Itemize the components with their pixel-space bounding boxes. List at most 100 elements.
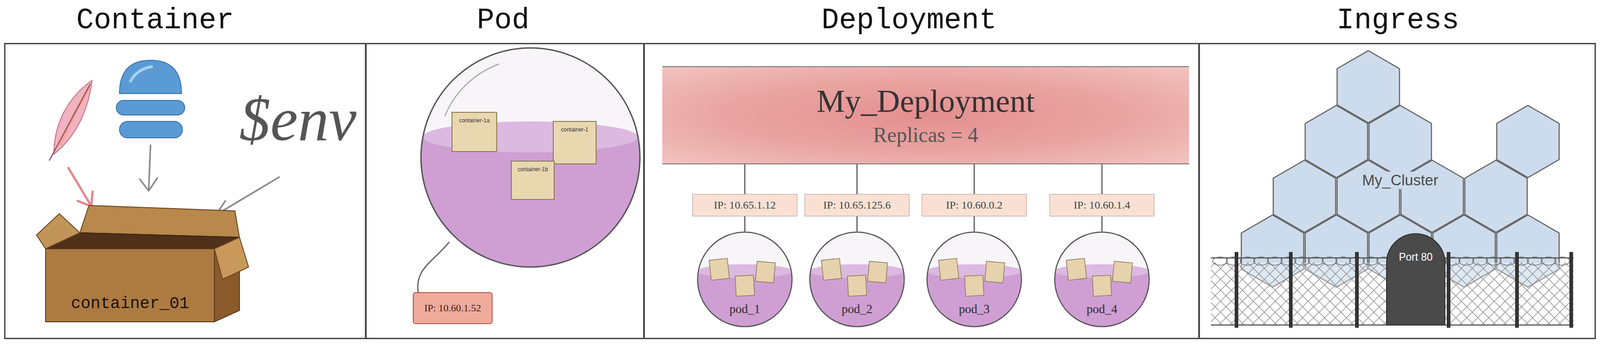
pod-sphere	[735, 275, 755, 297]
database-icon	[116, 60, 185, 138]
text-slot: $env	[230, 81, 366, 157]
pod-sphere: pod_1	[696, 231, 793, 328]
ip-label: IP: 10.65.1.12	[713, 198, 776, 212]
feather-icon	[49, 80, 93, 161]
input-arrow	[148, 145, 151, 190]
cluster-hexagons	[1363, 256, 1378, 265]
pod-sphere	[927, 232, 1022, 327]
ip-tag: IP: 10.65.125.6	[804, 193, 910, 217]
cluster-label: My_Cluster	[1358, 171, 1443, 189]
ingress-gate: Port 80	[1386, 233, 1445, 325]
cluster-hexagons	[1288, 251, 1293, 328]
text-slot: Container	[18, 2, 292, 39]
feather-icon	[60, 87, 90, 146]
pod-sphere	[1054, 232, 1150, 327]
cardboard-box	[45, 248, 215, 322]
feather-icon	[49, 83, 91, 161]
ip-tag: IP: 10.60.0.2	[921, 193, 1027, 217]
text-slot: My_Cluster	[1345, 169, 1455, 191]
cardboard-box	[79, 205, 240, 238]
cardboard-box	[214, 237, 249, 280]
replica-count: Replicas = 4	[872, 123, 978, 148]
connector-line	[856, 164, 858, 194]
pod-sphere	[410, 121, 653, 274]
pod-label: pod_4	[1086, 301, 1118, 317]
cluster-hexagons	[1294, 256, 1310, 265]
pod-sphere: pod_4	[1054, 231, 1150, 328]
pod-label: pod_1	[729, 301, 761, 317]
pod-sphere	[938, 258, 959, 281]
container-card: container-1	[552, 120, 597, 165]
ip-label: IP: 10.60.0.2	[945, 198, 1003, 212]
panel-heading: Ingress	[1336, 4, 1460, 37]
ip-tag: IP: 10.65.1.12	[692, 193, 798, 217]
pod-sphere	[810, 232, 905, 327]
pod-sphere	[420, 47, 640, 267]
cluster-hexagons	[1446, 251, 1451, 328]
panel-heading: Deployment	[821, 4, 997, 37]
pod-sphere: pod_3	[926, 231, 1023, 328]
ingress-gate	[1386, 233, 1445, 325]
concept-panel: IngressMy_ClusterPort 80	[1198, 0, 1596, 342]
input-arrow	[218, 176, 280, 214]
connector-line	[973, 164, 976, 194]
pod-sphere	[697, 232, 793, 327]
text-slot: pod_2	[809, 299, 905, 318]
pod-sphere	[410, 136, 653, 274]
container-box: container_01	[34, 200, 245, 327]
cluster-hexagons	[1500, 256, 1515, 265]
card-label: container-1	[561, 126, 589, 133]
panel-heading: Pod	[476, 4, 530, 37]
cluster-hexagons	[1226, 256, 1242, 265]
pod-sphere	[847, 275, 867, 297]
text-slot: pod_3	[926, 299, 1023, 318]
text-slot: Ingress	[1261, 2, 1535, 39]
database-icon	[129, 66, 153, 83]
cluster-hexagons	[1240, 256, 1255, 265]
text-slot: Deployment	[772, 2, 1046, 39]
deployment-name: My_Deployment	[816, 83, 1035, 120]
ingress-gate	[1386, 233, 1445, 325]
database-icon	[119, 60, 182, 94]
ip-tag: IP: 10.60.1.4	[1049, 193, 1155, 217]
card-label: container-1a	[459, 117, 490, 124]
cluster-hexagons	[1355, 251, 1359, 328]
input-arrow	[77, 191, 93, 207]
text-slot: Port 80	[1386, 249, 1445, 264]
pod-sphere	[410, 47, 653, 274]
cluster-hexagons	[1486, 256, 1502, 265]
pod-sphere	[444, 63, 500, 117]
container-card: container-1b	[510, 160, 555, 200]
connector-line	[973, 216, 976, 232]
cluster-hexagons	[1335, 256, 1351, 265]
input-arrow	[68, 167, 91, 205]
box-label: container_01	[70, 294, 189, 313]
cardboard-box	[36, 213, 80, 249]
cluster-hexagons	[1322, 256, 1337, 265]
cluster-hexagons	[1308, 256, 1324, 265]
cluster-hexagons	[1253, 256, 1269, 265]
cluster-hexagons	[1541, 256, 1556, 265]
concept-panel: Container container_01	[4, 0, 367, 342]
env-label: $env	[239, 88, 357, 151]
card-label: container-1b	[517, 166, 549, 173]
connector-line	[1101, 164, 1103, 194]
text-slot: container_01	[45, 291, 215, 315]
pod-sphere	[709, 258, 730, 281]
connector-line	[744, 216, 746, 232]
cluster-hexagons	[1234, 251, 1239, 328]
cluster-hexagons	[1472, 256, 1488, 265]
pod-sphere	[1092, 275, 1112, 297]
ip-tag: IP: 10.60.1.52	[412, 291, 493, 324]
text-slot: pod_4	[1054, 299, 1150, 318]
concept-panel: Pod container-1a container-1 container-1bIP…	[365, 0, 645, 342]
cluster-hexagons	[1515, 251, 1519, 328]
cluster-hexagons	[1212, 256, 1228, 265]
connector-line	[744, 164, 746, 194]
pod-sphere: pod_2	[809, 231, 905, 328]
ip-label: IP: 10.60.1.4	[1073, 198, 1131, 212]
cluster-hexagons	[1459, 256, 1474, 265]
pod-sphere	[1112, 260, 1133, 283]
ip-label: IP: 10.65.125.6	[823, 198, 891, 212]
